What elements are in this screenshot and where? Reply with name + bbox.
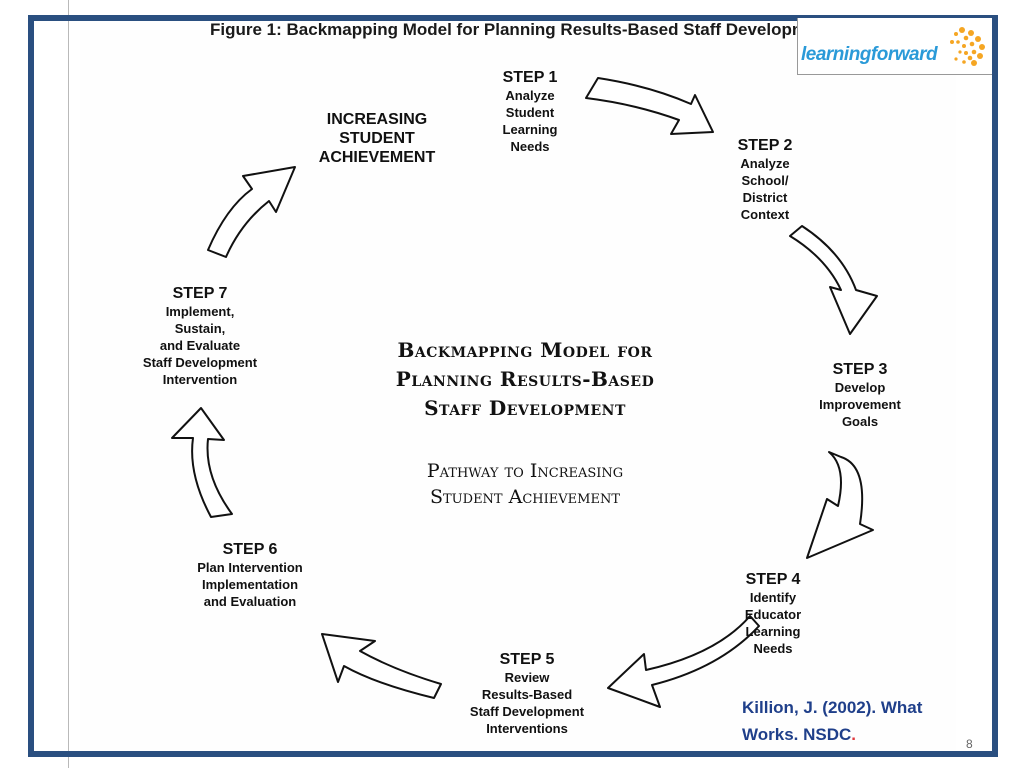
figure-title: Figure 1: Backmapping Model for Planning… [210, 20, 798, 39]
step-7-title: STEP 7 [172, 285, 228, 302]
arrow-step6-to-step7 [171, 407, 233, 518]
arrow-step1-to-step2 [585, 77, 714, 135]
model-subtitle: Pathway to Increasing Student Achievemen… [426, 460, 624, 508]
arrow-step7-to-start [207, 166, 296, 258]
step-2-title: STEP 2 [737, 137, 793, 154]
slide-frame [28, 15, 998, 757]
arrow-step5-to-step6 [321, 633, 442, 699]
logo-wordmark: learningforward [801, 44, 938, 65]
arrow-step4-to-step5 [607, 615, 760, 708]
model-title: Backmapping Model for Planning Results-B… [395, 338, 655, 420]
step-3: STEP 3 Develop Improvement Goals [790, 360, 930, 430]
citation-dot: . [851, 725, 856, 744]
learningforward-logo: learningforward [797, 18, 992, 75]
slide-left-rule [68, 0, 69, 768]
step-6-title: STEP 6 [222, 541, 278, 558]
scanned-figure [80, 18, 956, 750]
step-2: STEP 2 Analyze School/ District Context [710, 136, 820, 223]
step-3-title: STEP 3 [832, 361, 888, 378]
step-4: STEP 4 Identify Educator Learning Needs [718, 570, 828, 657]
arrow-step2-to-step3 [789, 225, 878, 335]
step-6: STEP 6 Plan Intervention Implementation … [168, 540, 332, 610]
step-1-title: STEP 1 [502, 69, 558, 86]
step-1: STEP 1 Analyze Student Learning Needs [470, 68, 590, 155]
step-5: STEP 5 Review Results-Based Staff Develo… [442, 650, 612, 737]
step-5-title: STEP 5 [499, 651, 555, 668]
arrow-step3-to-step4 [806, 451, 874, 559]
increasing-achievement-label: INCREASING STUDENT ACHIEVEMENT [318, 111, 436, 166]
step-4-title: STEP 4 [745, 571, 801, 588]
page-number: 8 [966, 737, 973, 751]
logo-sunburst-icon [950, 27, 985, 66]
step-7: STEP 7 Implement, Sustain, and Evaluate … [112, 284, 288, 388]
citation: Killion, J. (2002). What Works. NSDC. [742, 698, 923, 744]
